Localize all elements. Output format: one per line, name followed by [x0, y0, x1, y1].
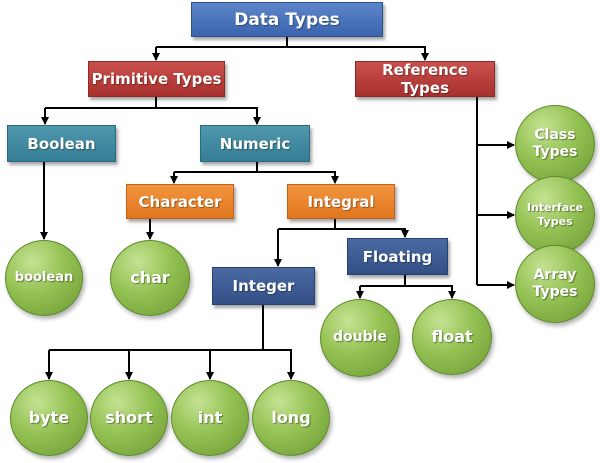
node-reference-types: Reference Types	[355, 61, 495, 97]
node-integer: Integer	[212, 267, 315, 305]
leaf-float: float	[412, 299, 492, 375]
leaf-double: double	[320, 299, 400, 377]
connector-integer-long	[263, 349, 295, 380]
leaf-class-types: Class Types	[515, 105, 595, 183]
leaf-interface-types: Interface Types	[515, 176, 595, 254]
connector-floating	[360, 275, 406, 287]
leaf-long: long	[252, 380, 330, 456]
connector-primitive	[45, 97, 157, 109]
node-numeric: Numeric	[200, 125, 310, 162]
leaf-byte: byte	[10, 380, 88, 456]
node-boolean: Boolean	[7, 125, 116, 162]
connector-root	[156, 37, 288, 48]
leaf-int: int	[171, 380, 249, 456]
connector-floating-float	[405, 285, 456, 299]
node-integral: Integral	[287, 184, 395, 219]
connector-numeric	[174, 162, 258, 173]
node-character: Character	[126, 184, 234, 219]
connector-integral	[278, 219, 336, 230]
connector-primitive-numeric	[156, 107, 261, 125]
connector-numeric-integral	[257, 171, 339, 184]
leaf-boolean: boolean	[5, 240, 83, 316]
node-floating: Floating	[347, 238, 448, 275]
leaf-short: short	[90, 380, 168, 456]
connector-root-reference	[287, 46, 429, 61]
leaf-array-types: Array Types	[515, 245, 595, 323]
connector-integral-floating	[335, 228, 409, 238]
leaf-char: char	[110, 240, 190, 316]
root-node-data-types: Data Types	[191, 2, 383, 37]
node-primitive-types: Primitive Types	[88, 61, 225, 97]
